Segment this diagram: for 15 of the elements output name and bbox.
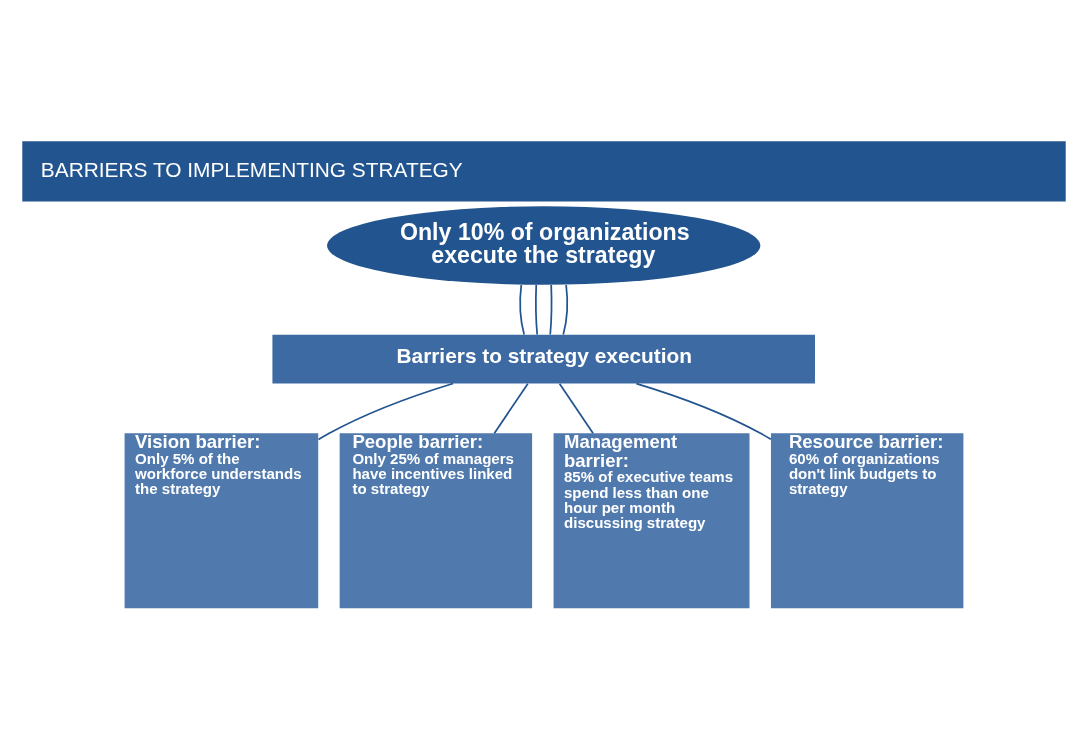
node-box: Barriers to strategy execution <box>272 334 815 383</box>
node-ellipse: Only 10% of organizations execute the strategy <box>327 205 761 285</box>
connector <box>562 283 569 335</box>
connector <box>549 283 553 335</box>
connector <box>558 382 594 434</box>
connector <box>493 382 529 434</box>
node-box: People barrier: Only 25% of managers have incentives linked to strategy <box>339 432 533 608</box>
node-box: Management barrier: 85% of executive teams spend less than one hour per month discussing strategy <box>553 432 750 608</box>
diagram-title: BARRIERS TO IMPLEMENTING STRATEGY <box>40 157 463 181</box>
node-box: Resource barrier: 60% of organizations don't link budgets to strategy <box>770 432 964 608</box>
connector <box>535 283 539 335</box>
connector <box>519 283 525 335</box>
connector <box>317 382 454 440</box>
node-box: Vision barrier: Only 5% of the workforce understands the strategy <box>124 432 319 608</box>
connector <box>635 382 772 440</box>
